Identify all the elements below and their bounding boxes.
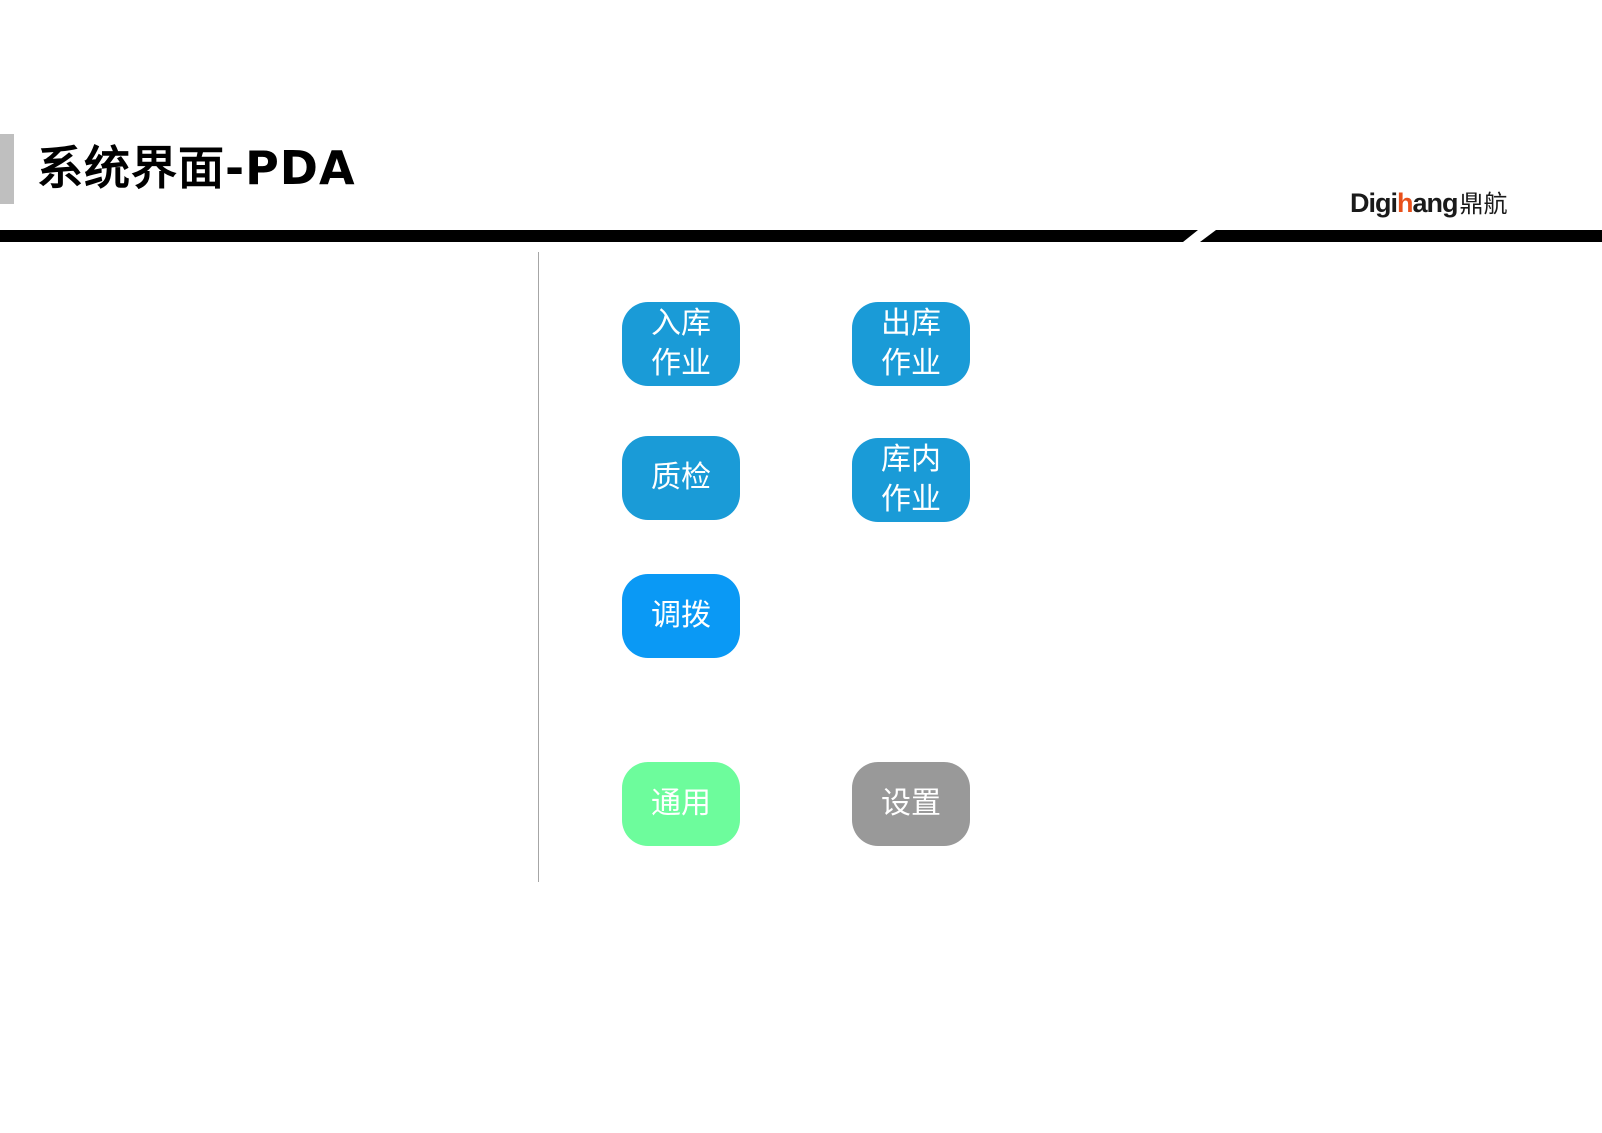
logo-text-accent: h — [1397, 188, 1413, 218]
header-rule-right — [1200, 230, 1602, 242]
vertical-divider — [538, 252, 539, 882]
logo-text-prefix: Digi — [1350, 188, 1398, 218]
title-accent-bar — [0, 134, 14, 204]
inbound-operation-label: 入库作业 — [651, 306, 711, 381]
header-rule-left — [0, 230, 1198, 242]
settings-button[interactable]: 设置 — [852, 762, 970, 846]
logo-text-suffix: ang — [1412, 188, 1459, 218]
outbound-operation-button[interactable]: 出库作业 — [852, 302, 970, 386]
general-button[interactable]: 通用 — [622, 762, 740, 846]
internal-operation-label: 库内作业 — [881, 442, 941, 517]
settings-label: 设置 — [881, 786, 941, 821]
header-divider-rule — [0, 230, 1602, 242]
quality-inspection-button[interactable]: 质检 — [622, 436, 740, 520]
outbound-operation-label: 出库作业 — [881, 306, 941, 381]
general-label: 通用 — [651, 786, 711, 821]
page-title: 系统界面-PDA — [37, 141, 356, 195]
quality-inspection-label: 质检 — [651, 460, 711, 495]
transfer-label: 调拨 — [651, 598, 711, 633]
internal-operation-button[interactable]: 库内作业 — [852, 438, 970, 522]
logo-text-cjk: 鼎航 — [1459, 190, 1508, 218]
transfer-button[interactable]: 调拨 — [622, 574, 740, 658]
inbound-operation-button[interactable]: 入库作业 — [622, 302, 740, 386]
